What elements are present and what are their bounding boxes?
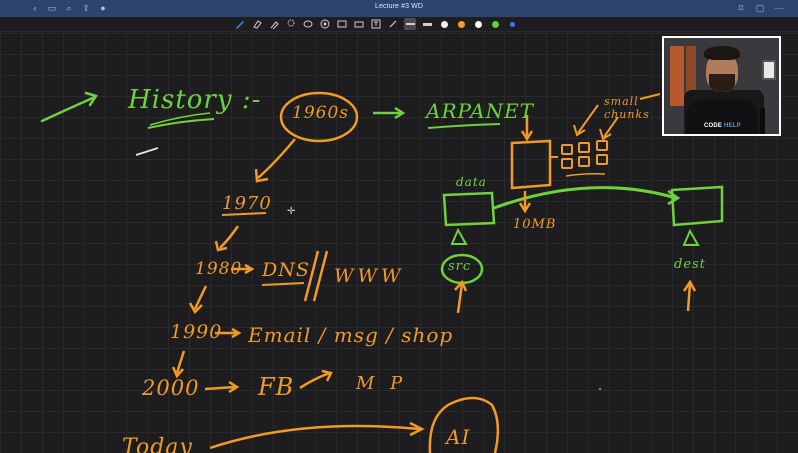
mp-label: M P xyxy=(356,373,408,394)
small-chunks-label: small chunks xyxy=(604,95,650,121)
color-dot xyxy=(440,20,448,28)
color-swatch-5[interactable] xyxy=(506,18,518,30)
stray-dot xyxy=(599,388,601,390)
data-label: data xyxy=(456,175,487,189)
today-label: Today xyxy=(122,435,193,453)
sticker-icon[interactable] xyxy=(319,18,331,30)
share-icon[interactable]: ⇪ xyxy=(82,3,90,13)
year-1990: 1990 xyxy=(170,321,223,343)
link-icon[interactable] xyxy=(387,18,399,30)
www-label: WWW xyxy=(334,265,405,287)
webcam-overlay: CODE HELP xyxy=(662,36,781,136)
color-swatch-2[interactable] xyxy=(455,18,467,30)
bookmark-icon[interactable]: ⌑ xyxy=(738,3,744,13)
drawing-toolbar xyxy=(0,17,798,32)
shape-icon[interactable] xyxy=(302,18,314,30)
dest-label: dest xyxy=(674,257,706,272)
add-page-icon[interactable]: ▢ xyxy=(755,3,765,13)
color-dot xyxy=(509,21,515,27)
presenter-hair xyxy=(704,46,740,60)
src-label: src xyxy=(448,259,472,274)
title-bar-left-icons: ‹ ▭ ⌕ ⇪ ● xyxy=(30,2,108,14)
document-title[interactable]: Lecture #3 WD xyxy=(375,3,423,10)
highlighter-icon[interactable] xyxy=(268,18,280,30)
text-icon[interactable] xyxy=(370,18,382,30)
image-icon[interactable] xyxy=(336,18,348,30)
email-msg-shop-label: Email / msg / shop xyxy=(248,323,454,347)
history-heading: History :- xyxy=(128,85,262,115)
sidebar-icon[interactable]: ▭ xyxy=(47,3,57,13)
title-bar: ‹ ▭ ⌕ ⇪ ● Lecture #3 WD ⌑ ▢ ⋯ xyxy=(0,0,798,17)
medium-line-option[interactable] xyxy=(421,18,433,30)
acoustic-panel xyxy=(670,46,684,106)
thin-line-swatch xyxy=(405,23,415,25)
fb-label: FB xyxy=(258,373,295,401)
color-swatch-4[interactable] xyxy=(489,18,501,30)
wall-frame xyxy=(762,60,776,80)
pointer-cursor: ✛ xyxy=(287,206,296,217)
dns-label: DNS xyxy=(262,259,310,281)
color-dot xyxy=(457,20,465,28)
year-1970: 1970 xyxy=(222,193,272,214)
keyboard-icon[interactable] xyxy=(353,18,365,30)
code-help-logo: CODE HELP xyxy=(704,123,741,129)
back-icon[interactable]: ‹ xyxy=(33,3,37,13)
size-10mb-label: 10MB xyxy=(513,217,557,232)
color-swatch-3[interactable] xyxy=(472,18,484,30)
ai-label: AI xyxy=(446,425,471,449)
eraser-icon[interactable] xyxy=(251,18,263,30)
title-bar-right-icons: ⌑ ▢ ⋯ xyxy=(736,2,784,14)
medium-line-swatch xyxy=(422,22,432,26)
presenter-body xyxy=(686,100,758,134)
color-dot xyxy=(491,20,499,28)
ink-strokes xyxy=(40,91,724,453)
presenter-beard xyxy=(709,74,735,92)
note-canvas[interactable]: History :- 1960s ARPANET 1970 1980 DNS W… xyxy=(0,33,798,453)
pen-icon[interactable] xyxy=(234,18,246,30)
arpanet-label: ARPANET xyxy=(426,99,535,123)
lasso-icon[interactable] xyxy=(285,18,297,30)
year-1980: 1980 xyxy=(195,259,243,279)
acoustic-panel xyxy=(686,46,696,106)
more-icon[interactable]: ⋯ xyxy=(774,3,784,13)
microphone xyxy=(760,108,765,134)
year-2000: 2000 xyxy=(142,376,200,400)
search-icon[interactable]: ⌕ xyxy=(66,3,72,13)
color-swatch-1[interactable] xyxy=(438,18,450,30)
color-dot xyxy=(474,20,482,28)
thin-line-option[interactable] xyxy=(404,18,416,30)
mic-icon[interactable]: ● xyxy=(100,3,106,13)
year-1960s: 1960s xyxy=(292,103,349,123)
